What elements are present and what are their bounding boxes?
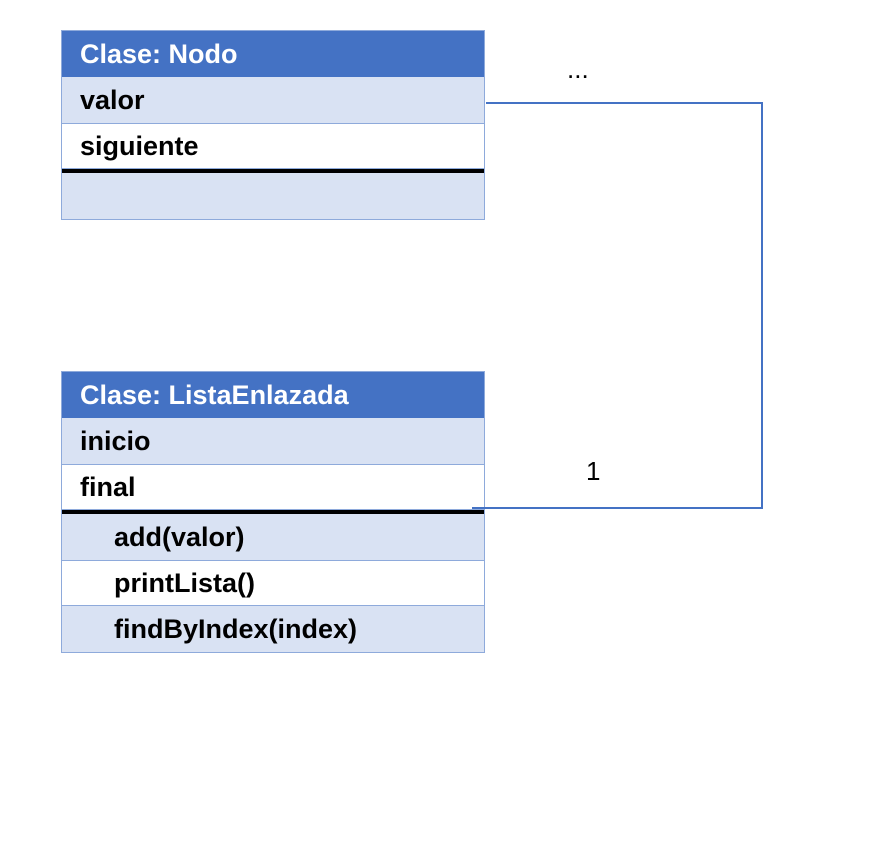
method-add: add(valor) [62,514,484,560]
class-box-nodo: Clase: Nodo valor siguiente [61,30,485,220]
multiplicity-label-nodo: ... [567,54,589,84]
attributes-methods-divider [62,169,484,173]
method-find-by-index: findByIndex(index) [62,606,484,652]
attribute-inicio: inicio [62,418,484,464]
multiplicity-label-lista: 1 [586,456,601,486]
method-print-lista: printLista() [62,560,484,606]
class-title-lista-enlazada: Clase: ListaEnlazada [62,372,484,418]
attribute-siguiente: siguiente [62,123,484,169]
class-box-lista-enlazada: Clase: ListaEnlazada inicio final add(va… [61,371,485,653]
attributes-methods-divider [62,510,484,514]
attribute-final: final [62,464,484,510]
association-line [472,102,763,509]
attribute-valor: valor [62,77,484,123]
class-title-nodo: Clase: Nodo [62,31,484,77]
methods-section-empty [62,173,484,219]
